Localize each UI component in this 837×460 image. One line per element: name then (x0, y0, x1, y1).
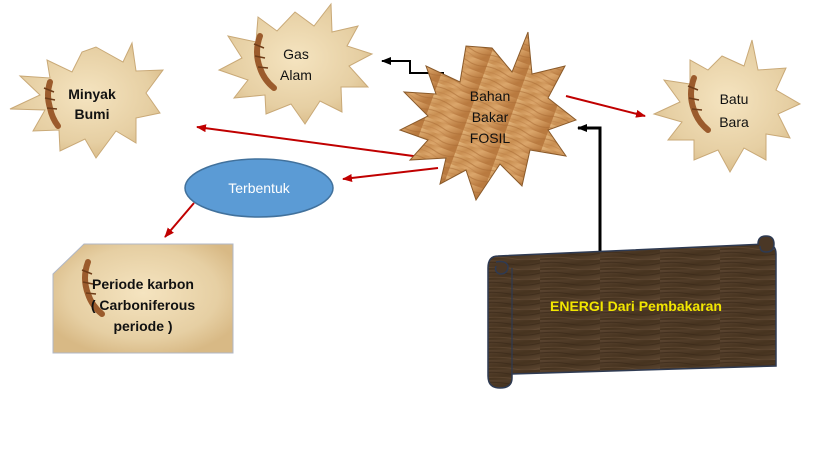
scroll-left-curl (494, 260, 509, 275)
node-minyak-bumi: Minyak Bumi (9, 41, 165, 159)
burst-shape (217, 2, 374, 125)
node-gas-alam: Gas Alam (217, 2, 374, 125)
periode-box (52, 243, 234, 354)
bahan-label-line3: FOSIL (470, 130, 511, 146)
periode-label-line2: ( Carboniferous (91, 297, 195, 313)
arrow-energi-to-bahan (577, 124, 602, 254)
minyak-label-line1: Minyak (68, 86, 116, 102)
bahan-label-line2: Bakar (472, 109, 509, 125)
arrow-terbentuk-to-periode (164, 202, 195, 238)
minyak-label-line2: Bumi (75, 106, 110, 122)
arrow-bahan-to-minyak (196, 124, 429, 159)
scroll-top-curl (757, 235, 775, 253)
gas-label-line1: Gas (283, 46, 309, 62)
node-energi-scroll: ENERGI Dari Pembakaran (487, 235, 777, 389)
burst-shape (652, 39, 802, 174)
node-terbentuk: Terbentuk (184, 158, 334, 218)
fossil-icon-detail (687, 85, 703, 111)
batu-label-line1: Batu (720, 91, 749, 107)
arrow-bahan-to-batu (565, 95, 646, 118)
batu-label-line2: Bara (719, 114, 749, 130)
periode-label-line1: Periode karbon (92, 276, 194, 292)
node-batu-bara: Batu Bara (652, 39, 802, 174)
burst-shape (9, 41, 165, 159)
terbentuk-ellipse (184, 158, 334, 218)
burst-shape (398, 31, 578, 202)
bahan-label-line1: Bahan (470, 88, 510, 104)
node-bahan-bakar-fosil: Bahan Bakar FOSIL (398, 31, 578, 202)
node-periode-karbon: Periode karbon ( Carboniferous periode ) (52, 243, 234, 354)
energi-label: ENERGI Dari Pembakaran (550, 298, 722, 314)
connectors (164, 57, 646, 254)
periode-label-line3: periode ) (113, 318, 172, 334)
arrow-bahan-to-gas (381, 57, 444, 74)
fossil-icon-detail (43, 87, 58, 110)
fossil-icon-detail (253, 43, 269, 69)
scroll-body (487, 243, 777, 389)
terbentuk-label: Terbentuk (228, 180, 290, 196)
arrow-bahan-to-terbentuk (342, 167, 439, 182)
fossil-icon-detail (81, 269, 97, 295)
gas-label-line2: Alam (280, 67, 312, 83)
